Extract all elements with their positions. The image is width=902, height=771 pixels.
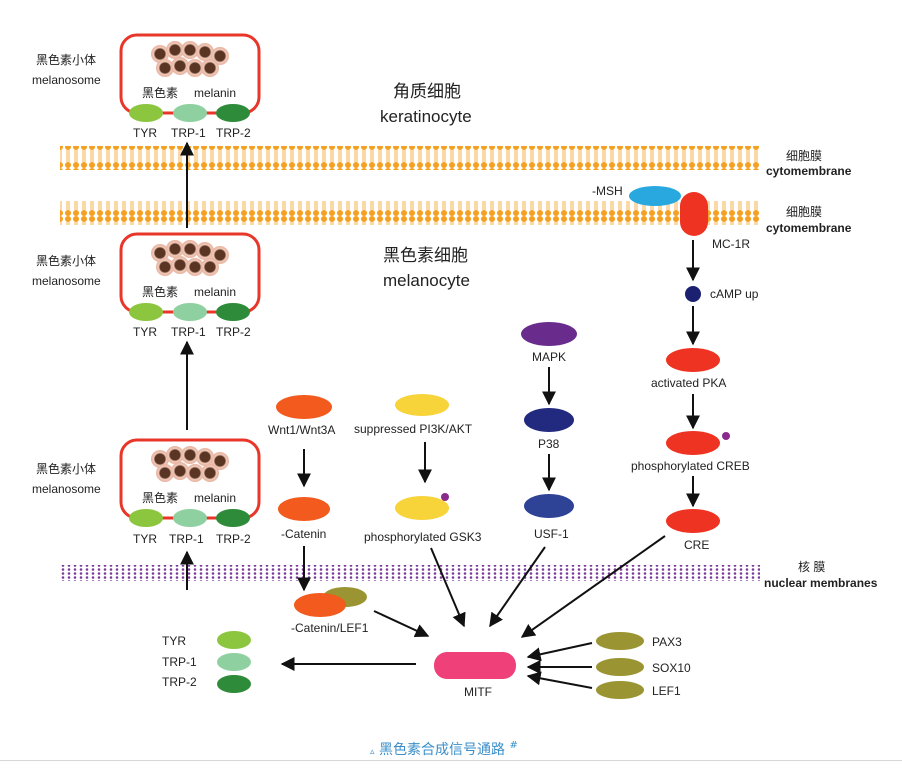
melanosome-label-en: melanosome [32,482,101,496]
catenin-node [278,497,330,521]
cytomembrane-label-en: cytomembrane [766,164,852,178]
enzyme-trp1: TRP-1 [171,325,206,339]
wnt-node [276,395,332,419]
sox10-label: SOX10 [652,661,691,675]
creb-node [666,431,720,455]
msh-label: -MSH [592,184,623,198]
melanin-granules [151,41,229,77]
creb-label: phosphorylated CREB [631,459,750,473]
usf1-label: USF-1 [534,527,569,541]
target-tyr [217,631,251,649]
melanin-granules [151,446,229,482]
melanosome-top: 黑色素小体 melanosome 黑色素 melanin TYR TRP-1 T… [32,33,261,140]
melanosome-label-en: melanosome [32,73,101,87]
cytomembrane-label-cn: 细胞膜 [786,149,822,163]
melanin-label-en: melanin [194,86,236,100]
arrow-pax3-mitf [526,642,593,662]
camp-node [685,286,701,302]
enzyme-tyr: TYR [133,325,157,339]
melanin-label-cn: 黑色素 [142,86,178,100]
mitf-node [434,652,516,679]
target-trp2-label: TRP-2 [162,675,197,689]
caption-text: 黑色素合成信号通路 [379,741,505,758]
usf1-node [524,494,574,518]
pi3k-node [395,394,449,416]
p38-label: P38 [538,437,560,451]
pax3-node [596,632,644,650]
nuclear-membrane [60,565,760,581]
nuclear-membrane-label-en: nuclear membranes [764,576,878,590]
pax3-label: PAX3 [652,635,682,649]
enzyme-trp2: TRP-2 [216,126,251,140]
melanocyte-label-en: melanocyte [383,271,470,290]
mapk-node [521,322,577,346]
melanosome-label-en: melanosome [32,274,101,288]
caption-sup: # [509,740,517,751]
cytomembrane-label-en-2: cytomembrane [766,221,852,235]
enzyme-trp2: TRP-2 [216,325,251,339]
cytomembrane-top [60,146,760,170]
pi3k-label: suppressed PI3K/AKT [354,422,473,436]
catenin-lef1-node [294,593,346,617]
melanin-label-en: melanin [194,491,236,505]
arrow-catenin-mitf [373,610,430,638]
keratinocyte-label-en: keratinocyte [380,107,472,126]
target-trp1-label: TRP-1 [162,655,197,669]
mc1r-label: MC-1R [712,237,750,251]
melanin-granules [151,240,229,276]
enzyme-trp2: TRP-2 [216,532,251,546]
enzyme-trp1: TRP-1 [171,126,206,140]
catenin-lef1-label: -Catenin/LEF1 [291,621,369,635]
sox10-node [596,658,644,676]
footer-divider [0,760,902,761]
catenin-label: -Catenin [281,527,326,541]
gsk3-node [395,496,449,520]
lef1-label: LEF1 [652,684,681,698]
cytomembrane-bottom [60,201,760,225]
cre-label: CRE [684,538,709,552]
arrow-cre-mitf [520,535,666,638]
msh-ligand [629,186,681,206]
mc1r-receptor [680,192,708,236]
lef1-node [596,681,644,699]
melanin-label-en: melanin [194,285,236,299]
wnt-label: Wnt1/Wnt3A [268,423,335,437]
mitf-label: MITF [464,685,492,699]
nuclear-membrane-label-cn: 核 膜 [798,560,825,574]
pka-label: activated PKA [651,376,726,390]
melanosome-label-cn: 黑色素小体 [36,462,96,476]
enzyme-tyr: TYR [133,126,157,140]
caption-mark: ▵ [370,747,375,757]
arrow-usf1-mitf [489,546,546,628]
target-trp2 [217,675,251,693]
caption: ▵ 黑色素合成信号通路 # [370,740,518,758]
enzyme-trp1: TRP-1 [169,532,204,546]
melanocyte-label-cn: 黑色素细胞 [383,246,468,265]
gsk3-label: phosphorylated GSK3 [364,530,482,544]
target-trp1 [217,653,251,671]
cytomembrane-label-cn-2: 细胞膜 [786,205,822,219]
phosphate-dot [441,493,449,501]
arrow-lef1-mitf [526,671,593,689]
cre-node [666,509,720,533]
melanosome-label-cn: 黑色素小体 [36,53,96,67]
camp-label: cAMP up [710,287,759,301]
enzyme-tyr: TYR [133,532,157,546]
keratinocyte-label-cn: 角质细胞 [393,82,461,101]
melanosome-bottom: 黑色素小体 melanosome 黑色素 melanin TYR TRP-1 T… [32,438,261,546]
melanin-label-cn: 黑色素 [142,491,178,505]
phosphate-dot [722,432,730,440]
target-tyr-label: TYR [162,634,186,648]
melanosome-label-cn: 黑色素小体 [36,254,96,268]
p38-node [524,408,574,432]
melanin-label-cn: 黑色素 [142,285,178,299]
arrow-gsk3-mitf [430,547,466,628]
mapk-label: MAPK [532,350,566,364]
pka-node [666,348,720,372]
melanosome-middle: 黑色素小体 melanosome 黑色素 melanin TYR TRP-1 T… [32,232,261,339]
